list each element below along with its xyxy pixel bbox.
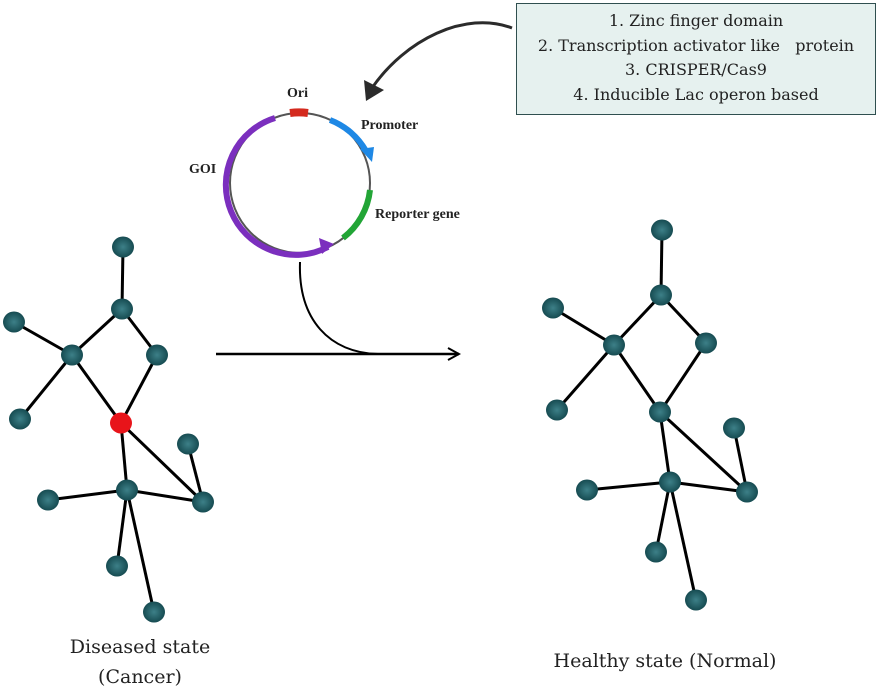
healthy-node	[603, 334, 625, 356]
diseased-edge	[119, 354, 159, 424]
healthy-node	[645, 541, 667, 563]
healthy-node	[650, 284, 672, 306]
plasmid-vector	[222, 108, 374, 258]
diseased-dysregulated-node	[110, 412, 132, 434]
healthy-edge	[552, 306, 615, 347]
diseased-state-label: Diseased state (Cancer)	[40, 632, 240, 692]
diseased-edge	[119, 422, 129, 491]
curved-arrow-box-to-plasmid	[370, 21, 513, 89]
goi-segment	[222, 115, 330, 258]
healthy-edge	[658, 342, 708, 413]
healthy-edge	[669, 480, 748, 494]
healthy-edge	[586, 480, 671, 492]
method-item-3: 3. CRISPER/Cas9	[625, 60, 767, 79]
healthy-edge	[659, 229, 664, 296]
diseased-node	[112, 236, 134, 258]
healthy-node	[659, 471, 681, 493]
healthy-edge	[658, 411, 672, 483]
method-item-1: 1. Zinc finger domain	[608, 11, 784, 30]
diseased-node	[192, 491, 214, 513]
healthy-state-label: Healthy state (Normal)	[553, 650, 777, 672]
ori-label: Ori	[287, 86, 308, 101]
method-item-4: 4. Inducible Lac operon based	[573, 84, 819, 104]
goi-arrowhead	[319, 238, 334, 254]
diseased-node	[143, 601, 165, 623]
diseased-edge	[126, 488, 204, 504]
diseased-edge	[18, 354, 74, 420]
diseased-node	[61, 344, 83, 366]
reporter-gene-label: Reporter gene	[375, 207, 460, 222]
diseased-edge	[70, 307, 124, 357]
diseased-edge	[125, 489, 156, 613]
healthy-node	[736, 481, 758, 503]
healthy-edge	[612, 344, 662, 413]
ori-segment	[289, 108, 309, 117]
healthy-node	[651, 219, 673, 241]
reporter-segment	[341, 189, 373, 241]
diseased-edge	[13, 320, 73, 357]
diseased-network	[3, 236, 214, 623]
healthy-node	[542, 297, 564, 319]
diseased-edge	[70, 354, 123, 424]
healthy-edge	[654, 481, 672, 553]
healthy-edge	[555, 344, 616, 411]
diseased-node	[9, 408, 31, 430]
healthy-node	[576, 479, 598, 501]
curved-arrow-head	[364, 80, 384, 101]
method-item-2: 2. Transcription activator like protein	[537, 35, 855, 55]
promoter-label: Promoter	[361, 118, 419, 133]
healthy-node	[723, 417, 745, 439]
healthy-edge	[659, 293, 708, 345]
healthy-edge	[732, 427, 749, 493]
diseased-state-line1: Diseased state	[69, 636, 211, 658]
healthy-node	[685, 589, 707, 611]
healthy-node	[546, 399, 568, 421]
diseased-edge	[119, 421, 205, 504]
healthy-node	[695, 332, 717, 354]
healthy-node	[649, 401, 671, 423]
diseased-edge	[47, 488, 128, 502]
goi-label: GOI	[189, 162, 217, 177]
promoter-arrowhead	[360, 147, 374, 162]
healthy-edge	[612, 293, 663, 347]
insertion-curve	[298, 261, 379, 355]
diseased-node	[116, 479, 138, 501]
gene-editing-methods-box: 1. Zinc finger domain 2. Transcription a…	[516, 3, 876, 115]
diseased-node	[106, 555, 128, 577]
diseased-node	[146, 344, 168, 366]
promoter-segment	[328, 117, 369, 153]
healthy-network	[542, 219, 758, 611]
diseased-node	[111, 298, 133, 320]
diseased-node	[37, 489, 59, 511]
diseased-state-line2: (Cancer)	[98, 666, 182, 688]
healthy-edge	[658, 410, 749, 494]
diseased-node	[3, 311, 25, 333]
healthy-edge	[668, 481, 698, 601]
diseased-edge	[115, 489, 129, 567]
diseased-node	[177, 433, 199, 455]
